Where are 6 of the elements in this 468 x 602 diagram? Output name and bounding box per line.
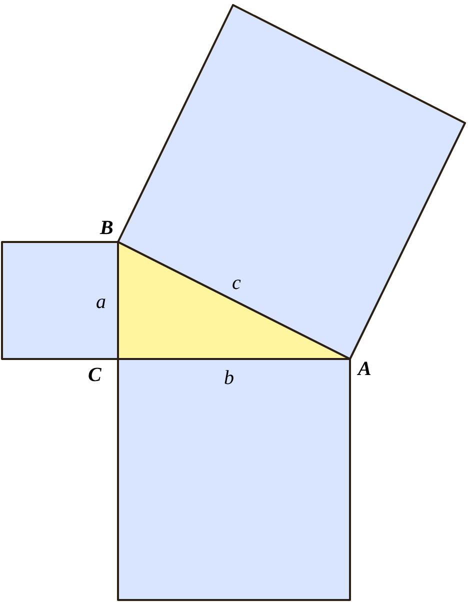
vertex-label: B (100, 218, 114, 238)
side-label: b (224, 368, 234, 388)
side-label: a (96, 292, 106, 312)
vertex-label: A (358, 359, 372, 379)
vertex-label: C (88, 365, 102, 385)
side-label: c (232, 273, 241, 293)
